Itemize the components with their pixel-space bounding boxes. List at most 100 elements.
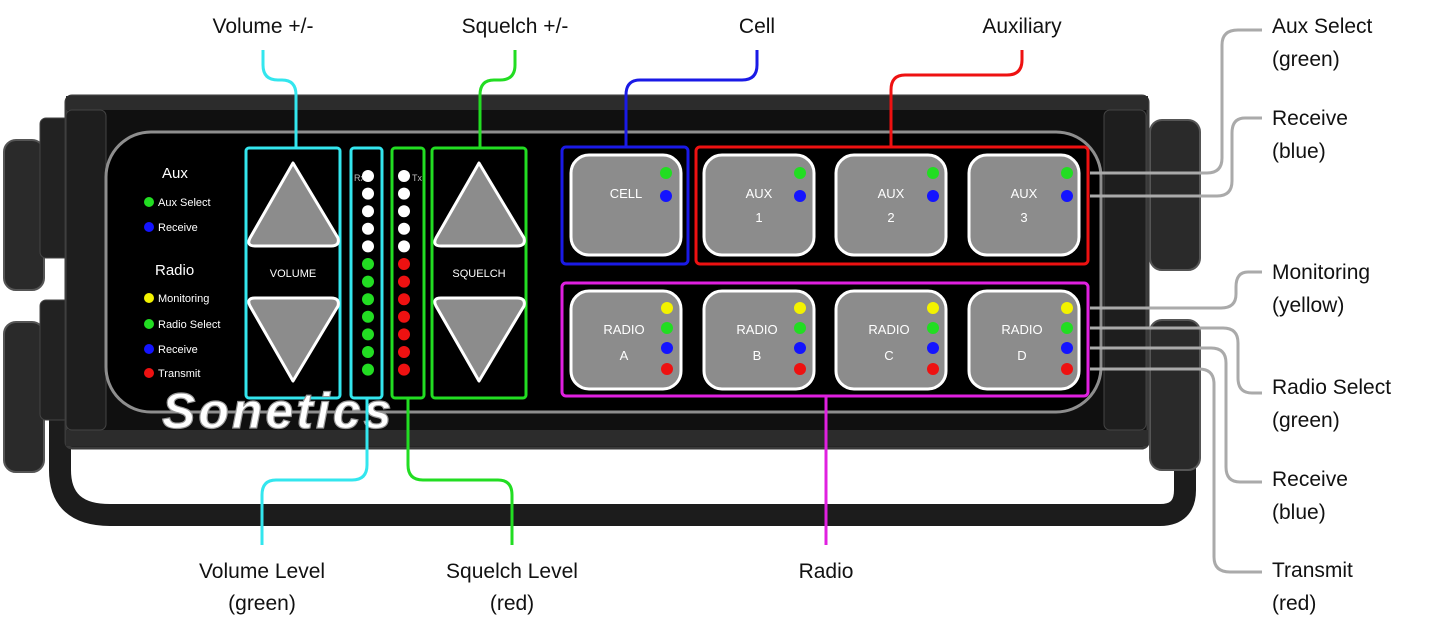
callout-squelch-level-color: (red) [490, 592, 534, 615]
radio-d-led-red [1061, 363, 1073, 375]
leader-transmit [1090, 367, 1262, 574]
radio-a-button[interactable]: RADIO A [569, 289, 683, 391]
callout-monitoring: Monitoring [1272, 261, 1370, 284]
aux-1-led-blue [794, 190, 806, 202]
callout-radio: Radio [799, 560, 854, 583]
radio-a-label: RADIO [603, 322, 644, 337]
radio-d-button-face[interactable] [967, 289, 1081, 391]
legend-aux-receive-label: Receive [158, 222, 198, 234]
radio-d-button[interactable]: RADIO D [967, 289, 1081, 391]
rx-led-11 [362, 346, 374, 358]
cell-led-green [660, 167, 672, 179]
radio-a-letter: A [620, 348, 629, 363]
cell-button[interactable]: CELL [569, 153, 683, 257]
radio-c-button[interactable]: RADIO C [834, 289, 948, 391]
rx-led-2 [362, 187, 374, 200]
rx-led-column [362, 170, 374, 376]
radio-a-led-green [661, 322, 673, 334]
callout-transmit-color: (red) [1272, 592, 1316, 615]
callout-monitoring-color: (yellow) [1272, 294, 1344, 317]
rx-led-6 [362, 258, 374, 270]
radio-b-led-blue [794, 342, 806, 354]
radio-a-button-face[interactable] [569, 289, 683, 391]
rx-led-4 [362, 222, 374, 235]
callout-aux-receive: Receive [1272, 107, 1348, 130]
callout-squelch-level: Squelch Level [446, 560, 578, 583]
carry-handle [49, 400, 1196, 526]
leader-squelch [478, 50, 517, 148]
squelch-down-button[interactable] [433, 296, 526, 383]
legend-radio-receive-label: Receive [158, 344, 198, 356]
radio-a-led-blue [661, 342, 673, 354]
leader-volume [261, 50, 298, 148]
squelch-up-button[interactable] [433, 161, 526, 248]
legend-transmit-label: Transmit [158, 368, 200, 380]
aux-2-led-green [927, 167, 939, 179]
legend-led-radio-select [144, 319, 154, 329]
callout-cell: Cell [739, 15, 775, 38]
radio-b-led-yellow [794, 302, 806, 314]
radio-b-letter: B [753, 348, 762, 363]
panel-legend: Aux Aux Select Receive Radio Monitoring … [144, 165, 220, 380]
rx-led-5 [362, 240, 374, 253]
callout-transmit: Transmit [1272, 559, 1353, 582]
aux-1-number: 1 [755, 210, 762, 225]
legend-led-monitoring [144, 293, 154, 303]
callout-volume-level-color: (green) [228, 592, 296, 615]
tx-led-column [398, 170, 410, 376]
callout-radio-select-color: (green) [1272, 409, 1340, 432]
rx-led-12 [362, 363, 374, 376]
rx-led-8 [362, 293, 374, 306]
volume-down-button[interactable] [247, 296, 340, 383]
callout-radio-select: Radio Select [1272, 376, 1391, 399]
aux-3-button-face[interactable] [967, 153, 1081, 257]
tx-led-8 [398, 293, 410, 306]
radio-a-led-yellow [661, 302, 673, 314]
leader-monitoring [1090, 270, 1262, 310]
callout-radio-receive: Receive [1272, 468, 1348, 491]
radio-c-led-red [927, 363, 939, 375]
radio-d-led-green [1061, 322, 1073, 334]
radio-d-led-yellow [1061, 302, 1073, 314]
legend-aux-select-label: Aux Select [158, 197, 211, 209]
volume-up-button[interactable] [247, 161, 340, 248]
radio-b-button[interactable]: RADIO B [702, 289, 816, 391]
cell-button-label: CELL [610, 186, 643, 201]
aux-2-button[interactable]: AUX 2 [834, 153, 948, 257]
radio-d-label: RADIO [1001, 322, 1042, 337]
rx-led-10 [362, 328, 374, 341]
tx-led-6 [398, 258, 410, 270]
callout-aux-select: Aux Select [1272, 15, 1373, 38]
aux-1-button-face[interactable] [702, 153, 816, 257]
volume-control: VOLUME [244, 146, 342, 400]
tx-label: Tx [412, 173, 422, 183]
callout-radio-receive-color: (blue) [1272, 501, 1326, 524]
rx-led-3 [362, 205, 374, 218]
radio-b-button-face[interactable] [702, 289, 816, 391]
radio-c-led-green [927, 322, 939, 334]
leader-aux-receive [1090, 116, 1262, 198]
aux-1-label: AUX [746, 186, 773, 201]
callout-volume: Volume +/- [213, 15, 314, 38]
callout-aux-select-color: (green) [1272, 48, 1340, 71]
grey-leaders [1090, 28, 1262, 574]
aux-2-label: AUX [878, 186, 905, 201]
left-knob-top [3, 139, 45, 291]
tx-led-2 [398, 187, 410, 200]
aux-2-led-blue [927, 190, 939, 202]
left-end-cap [65, 109, 107, 431]
radio-b-led-red [794, 363, 806, 375]
radio-c-button-face[interactable] [834, 289, 948, 391]
rx-led-7 [362, 275, 374, 288]
leader-squelch-level [406, 398, 514, 545]
aux-3-button[interactable]: AUX 3 [967, 153, 1081, 257]
cell-button-face[interactable] [569, 153, 683, 257]
leader-volume-level [260, 398, 369, 545]
aux-2-button-face[interactable] [834, 153, 948, 257]
callout-auxiliary: Auxiliary [982, 15, 1062, 38]
radio-d-led-blue [1061, 342, 1073, 354]
aux-1-button[interactable]: AUX 1 [702, 153, 816, 257]
callout-volume-level: Volume Level [199, 560, 325, 583]
tx-led-4 [398, 222, 410, 235]
